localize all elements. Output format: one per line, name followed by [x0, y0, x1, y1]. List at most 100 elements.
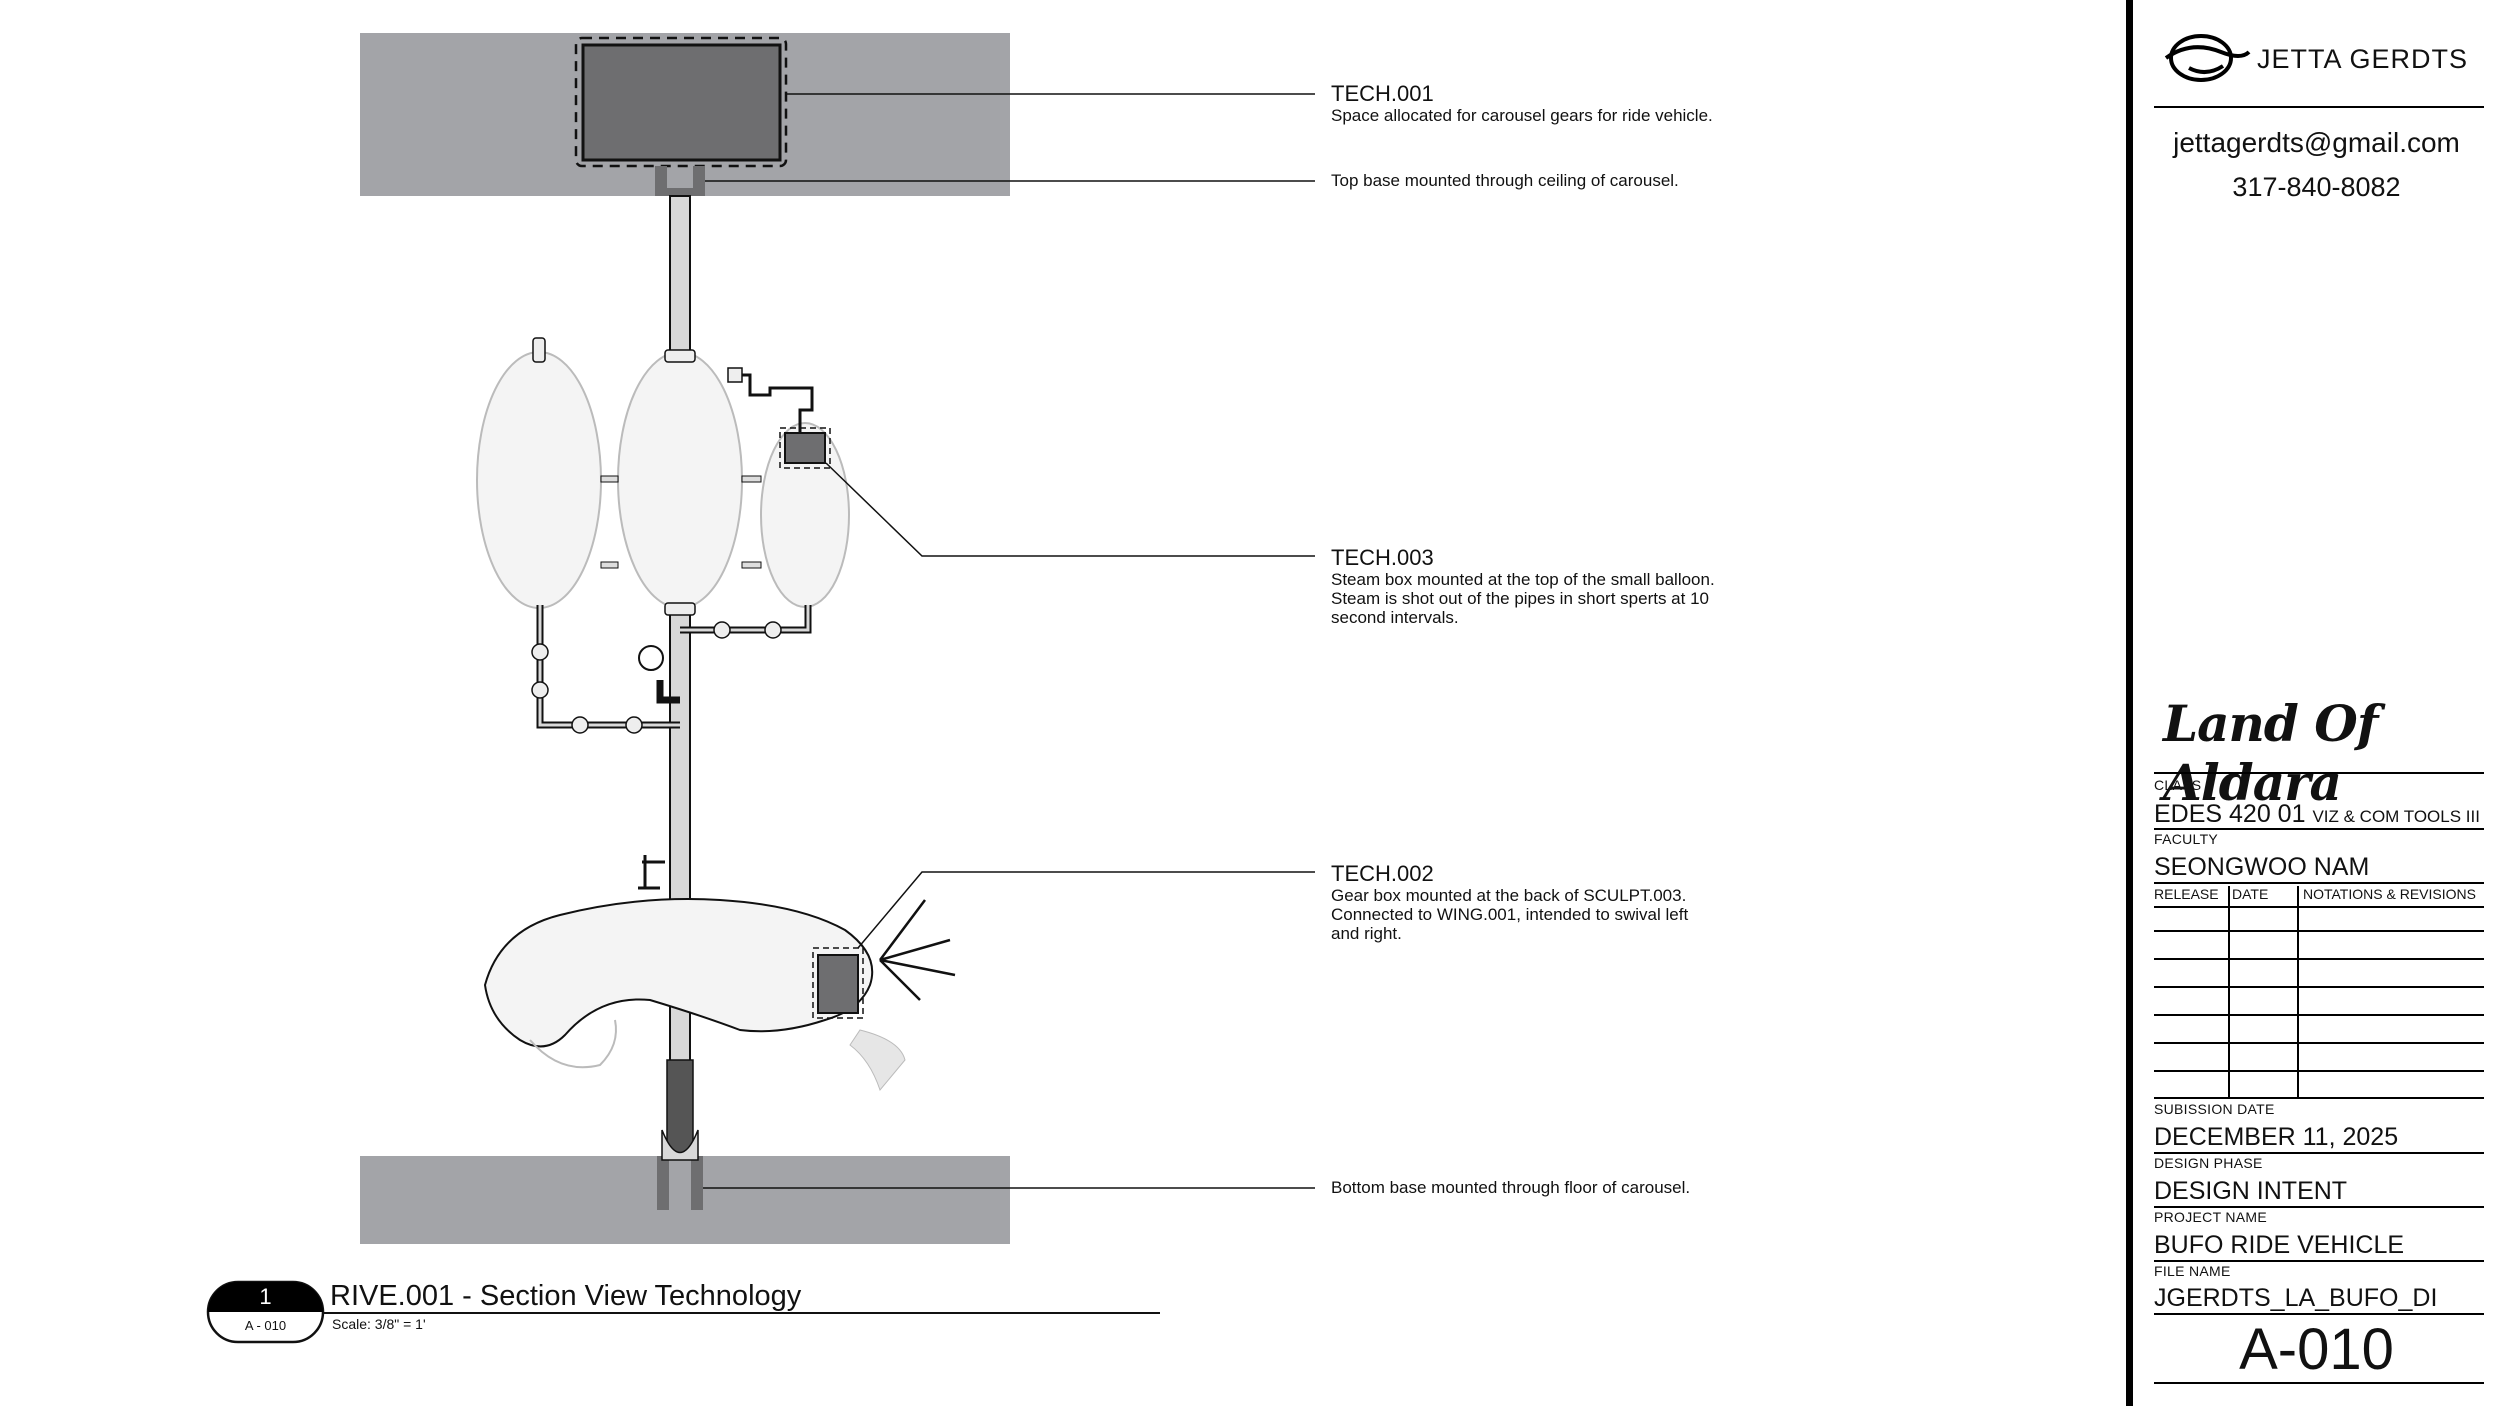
pipe-coupling [764, 621, 782, 639]
design-phase-label: DESIGN PHASE [2154, 1155, 2263, 1171]
callout-tech-003: TECH.003 Steam box mounted at the top of… [1331, 545, 1801, 628]
small-balloon-connector-upper [741, 475, 762, 483]
pipe-coupling [531, 681, 549, 699]
callout-code: TECH.002 [1331, 861, 1434, 886]
pipe-coupling [531, 643, 549, 661]
logo-rule [2154, 772, 2484, 774]
steam-pipes [735, 373, 814, 433]
callout-description: Bottom base mounted through floor of car… [1331, 1178, 1691, 1197]
title-block-border [2126, 0, 2133, 1406]
faculty-rule [2154, 882, 2484, 884]
title-block: JETTA GERDTS jettagerdts@gmail.com 317-8… [2133, 0, 2500, 1406]
small-balloon-connector-lower [741, 561, 762, 569]
wing-membrane [849, 1029, 906, 1092]
sheet-number: A-010 [2239, 1317, 2394, 1382]
class-suffix: VIZ & COM TOOLS III [2312, 807, 2480, 826]
revision-header-notations: NOTATIONS & REVISIONS [2303, 886, 2476, 902]
designer-phone: 317-840-8082 [2232, 172, 2401, 202]
design-phase-rule [2154, 1206, 2484, 1208]
steam-valve [727, 367, 743, 383]
callout-description: Space allocated for carousel gears for r… [1331, 106, 1713, 125]
view-title: RIVE.001 - Section View Technology [330, 1280, 802, 1312]
callout-tech-001: TECH.001 Space allocated for carousel ge… [1331, 81, 1801, 126]
class-label: CLASS [2154, 777, 2202, 793]
pole-lower-sleeve [666, 1059, 694, 1157]
pipe-coupling [571, 716, 589, 734]
bottom-base-mount-right [691, 1156, 703, 1210]
revision-row [2154, 906, 2484, 908]
submission-date-value: DECEMBER 11, 2025 [2154, 1123, 2399, 1151]
gear-space-dashed-outline [574, 36, 788, 168]
callout-description: Top base mounted through ceiling of caro… [1331, 171, 1679, 190]
revision-row [2154, 986, 2484, 988]
callout-description: Gear box mounted at the back of SCULPT.0… [1331, 886, 1689, 943]
faculty-value: SEONGWOO NAM [2154, 853, 2370, 881]
revision-divider [2297, 886, 2299, 1098]
carousel-gear-box [581, 43, 782, 162]
pressure-gauge-icon [638, 645, 664, 671]
view-number: 1 [259, 1284, 272, 1309]
callout-code: TECH.001 [1331, 81, 1434, 106]
designer-email: jettagerdts@gmail.com [2173, 127, 2460, 158]
bottom-base-mount-left [657, 1156, 669, 1210]
revision-header-release: RELEASE [2154, 886, 2219, 902]
class-code: EDES 420 01 [2154, 800, 2306, 828]
leader-tech-003 [825, 462, 1315, 557]
revision-row [2154, 1042, 2484, 1044]
designer-name: JETTA GERDTS [2257, 44, 2469, 74]
steam-box [784, 432, 826, 464]
left-balloon-nozzle [532, 337, 546, 363]
file-name-rule [2154, 1313, 2484, 1315]
pipe-coupling [713, 621, 731, 639]
pole-fitting [638, 855, 665, 890]
pole-collar [664, 349, 696, 363]
steam-box-dashed-outline [779, 427, 831, 469]
callout-code: TECH.003 [1331, 545, 1434, 570]
vehicle-legs [529, 1019, 617, 1069]
view-sheet-reference: A - 010 [244, 1318, 287, 1333]
design-phase-value: DESIGN INTENT [2154, 1177, 2348, 1205]
view-scale: Scale: 3/8" = 1' [332, 1316, 426, 1332]
center-balloon [617, 351, 743, 609]
revision-row [2154, 1097, 2484, 1099]
project-logo: Land Of Aldara [2163, 694, 2378, 812]
class-value: EDES 420 01 VIZ & COM TOOLS III [2154, 800, 2480, 829]
sheet-number-rule [2154, 1382, 2484, 1384]
view-number-bubble-top [208, 1282, 323, 1312]
pole-flare [661, 1129, 699, 1161]
revision-row [2154, 1070, 2484, 1072]
leader-tech-002 [857, 871, 1315, 949]
submission-rule [2154, 1152, 2484, 1154]
pipe-coupling [625, 716, 643, 734]
wing-fan [879, 899, 956, 1001]
project-name-label: PROJECT NAME [2154, 1209, 2268, 1225]
file-name-value: JGERDTS_LA_BUFO_DI [2154, 1284, 2438, 1312]
designer-logo-icon [2164, 34, 2251, 82]
vehicle-gear-box [817, 954, 859, 1014]
project-name-value: BUFO RIDE VEHICLE [2154, 1231, 2405, 1259]
revision-row [2154, 958, 2484, 960]
callout-description: Steam box mounted at the top of the smal… [1331, 570, 1715, 627]
revision-row [2154, 930, 2484, 932]
frog-ride-vehicle-body [483, 898, 874, 1048]
callout-top-base: Top base mounted through ceiling of caro… [1331, 171, 1801, 190]
revision-header-date: DATE [2232, 886, 2269, 902]
floor-slab [360, 1156, 1010, 1244]
gear-box-dashed-outline [812, 947, 864, 1019]
revision-divider [2228, 886, 2230, 1098]
section-view-drawing [206, 33, 1315, 1344]
top-base-plate [655, 188, 705, 196]
pole-collar [664, 602, 696, 616]
faculty-label: FACULTY [2154, 831, 2219, 847]
callout-bottom-base: Bottom base mounted through floor of car… [1331, 1178, 1801, 1197]
revision-row [2154, 1014, 2484, 1016]
header-rule [2154, 106, 2484, 108]
balloon-connector-lower [600, 561, 619, 569]
class-rule [2154, 828, 2484, 830]
callout-tech-002: TECH.002 Gear box mounted at the back of… [1331, 861, 1801, 944]
file-name-label: FILE NAME [2154, 1263, 2231, 1279]
project-name-rule [2154, 1260, 2484, 1262]
balloon-connector-upper [600, 475, 619, 483]
submission-date-label: SUBISSION DATE [2154, 1101, 2275, 1117]
left-balloon [476, 351, 602, 609]
